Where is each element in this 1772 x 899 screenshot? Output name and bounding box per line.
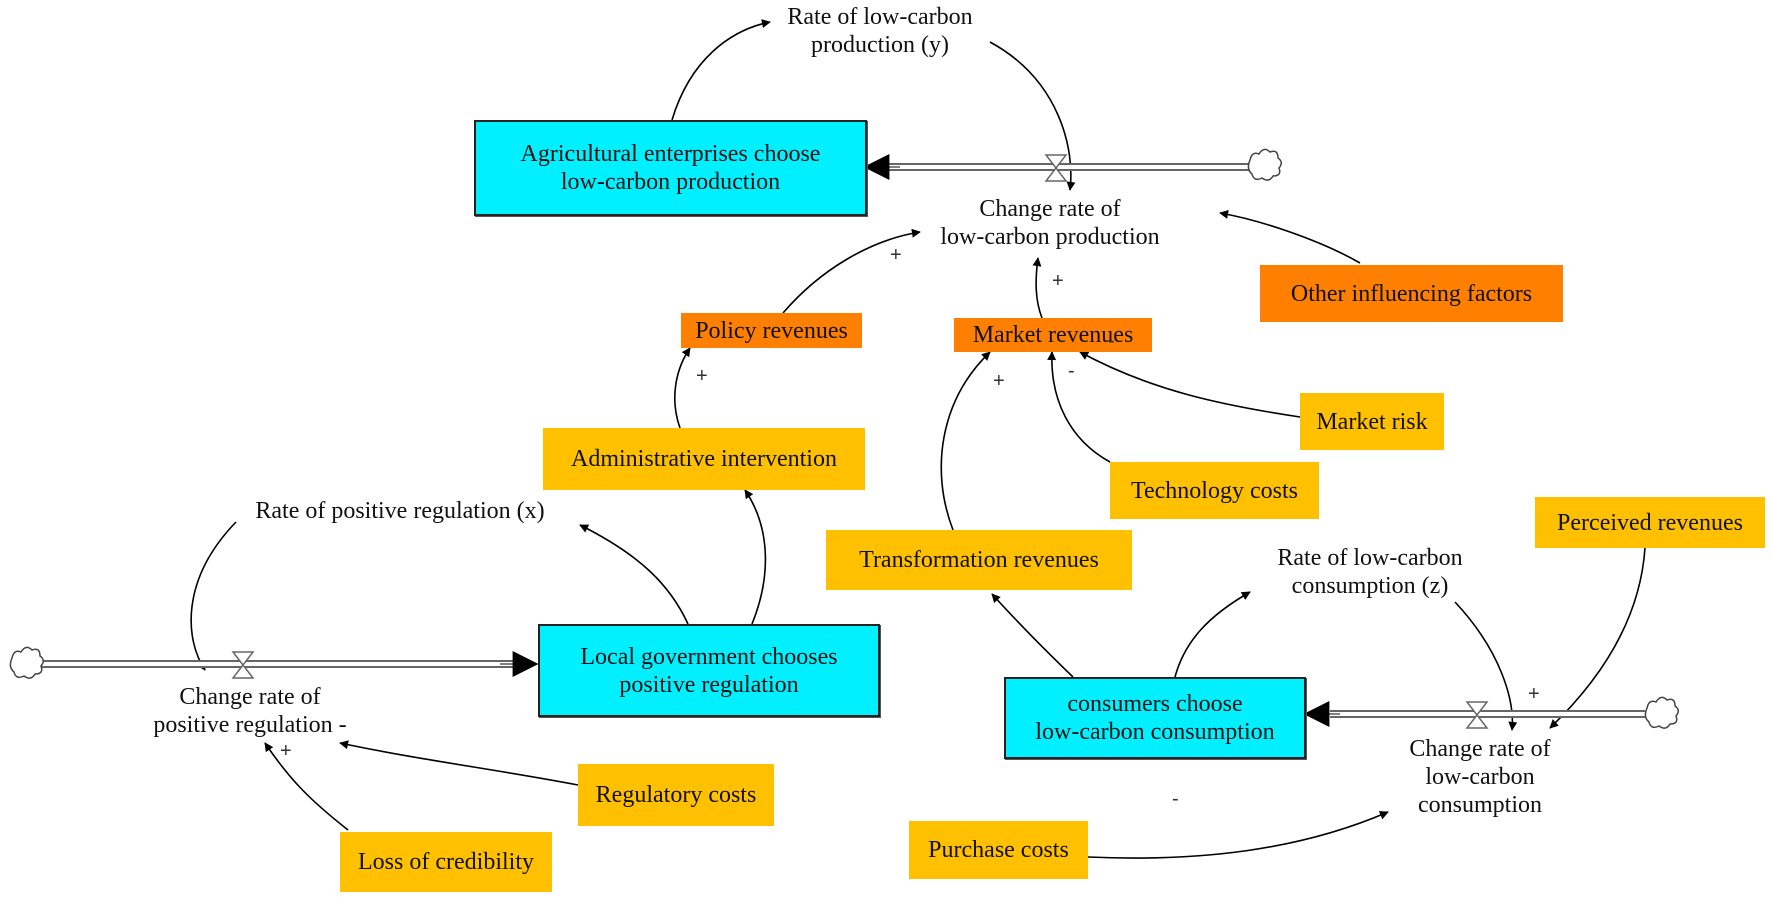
aux-transformation-revenues[interactable]: Transformation revenues (826, 530, 1132, 590)
link-risk-to-market (1079, 351, 1301, 418)
aux-administrative-intervention[interactable]: Administrative intervention (543, 428, 865, 490)
link-rate-x-to-change-reg (190, 521, 237, 671)
polarity-market-to-production: + (1052, 270, 1064, 292)
aux-label: Policy revenues (695, 317, 848, 344)
stock-consumers[interactable]: consumers choose low-carbon consumption (1004, 677, 1306, 759)
link-consumers-to-transformation (991, 593, 1074, 678)
aux-regulatory-costs[interactable]: Regulatory costs (578, 764, 774, 826)
flow-change-rate-production[interactable]: Change rate of low-carbon production (900, 192, 1200, 254)
polarity-policy-to-production: + (890, 244, 902, 266)
aux-perceived-revenues[interactable]: Perceived revenues (1535, 497, 1765, 548)
stock-label-line2: low-carbon consumption (1035, 719, 1275, 745)
polarity-technology-to-market: - (1068, 360, 1075, 382)
rate-label-line2: consumption (z) (1291, 573, 1449, 599)
rate-label-line1: Rate of low-carbon (787, 4, 973, 30)
stock-label-line1: consumers choose (1067, 691, 1243, 717)
flow-change-rate-consumption[interactable]: Change rate of low-carbon consumption (1370, 732, 1590, 822)
aux-market-revenues[interactable]: Market revenues (954, 318, 1152, 352)
stock-label-line1: Agricultural enterprises choose (520, 141, 821, 167)
link-policy-to-change-production (782, 228, 921, 314)
cloud-icon-production-source (1247, 148, 1282, 181)
rate-low-carbon-consumption-z[interactable]: Rate of low-carbon consumption (z) (1230, 541, 1510, 603)
flow-label-line1: Change rate of (179, 684, 321, 710)
aux-label: Purchase costs (928, 837, 1069, 863)
stock-label-line2: low-carbon production (560, 169, 781, 195)
aux-loss-of-credibility[interactable]: Loss of credibility (340, 832, 552, 892)
flow-change-rate-regulation[interactable]: Change rate of positive regulation - (120, 680, 380, 742)
aux-label: Market risk (1316, 408, 1428, 435)
aux-technology-costs[interactable]: Technology costs (1110, 462, 1319, 519)
polarity-purchase-to-consumption: - (1172, 788, 1179, 810)
link-purchase-to-change-cons (1087, 811, 1389, 859)
flow-label-line1: Change rate of (1409, 736, 1551, 762)
flow-label-line1: Change rate of (979, 196, 1121, 222)
rate-label-line2: production (y) (811, 32, 949, 58)
flow-label-line2: positive regulation - (153, 712, 347, 738)
valve-icon-production (1044, 154, 1068, 182)
aux-label: Transformation revenues (859, 547, 1099, 573)
stock-agricultural-enterprises[interactable]: Agricultural enterprises choose low-carb… (474, 120, 867, 216)
link-rate-z-to-change-cons (1454, 601, 1518, 731)
stock-label-line1: Local government chooses (580, 643, 838, 670)
link-government-to-rate-x (579, 524, 689, 625)
aux-policy-revenues[interactable]: Policy revenues (681, 313, 862, 348)
link-enterprises-to-rate-y (671, 19, 771, 121)
cloud-icon-consumption-source (1644, 696, 1679, 729)
link-rate-y-to-change-production (989, 41, 1076, 191)
link-regcost-to-change-reg (339, 740, 579, 786)
link-government-to-admin (744, 489, 767, 625)
rate-label: Rate of positive regulation (x) (255, 498, 545, 524)
rate-low-carbon-production-y[interactable]: Rate of low-carbon production (y) (740, 0, 1020, 62)
flow-label-line2: low-carbon production (940, 224, 1160, 250)
link-other-to-change-production (1219, 209, 1361, 264)
aux-purchase-costs[interactable]: Purchase costs (909, 821, 1088, 879)
link-transformation-to-market (940, 351, 991, 531)
rate-label-line1: Rate of low-carbon (1277, 545, 1463, 571)
aux-other-influencing-factors[interactable]: Other influencing factors (1260, 265, 1563, 322)
flow-label-line2: low-carbon (1425, 764, 1535, 790)
valve-icon-regulation (231, 651, 255, 679)
aux-label: Technology costs (1131, 477, 1298, 504)
link-market-to-change-production (1032, 257, 1043, 319)
polarity-credibility-to-regulation: + (280, 740, 292, 762)
aux-market-risk[interactable]: Market risk (1300, 393, 1444, 450)
cloud-icon-regulation-source (9, 646, 44, 679)
polarity-admin-to-policy: + (696, 365, 708, 387)
flow-label-line3: consumption (1418, 792, 1542, 818)
polarity-risk-to-market: - (1108, 330, 1115, 352)
aux-label: Market revenues (972, 322, 1134, 348)
aux-label: Administrative intervention (571, 446, 837, 472)
link-technology-to-market (1047, 351, 1111, 463)
valve-icon-consumption (1465, 701, 1489, 729)
aux-label: Perceived revenues (1557, 509, 1743, 536)
polarity-transformation-to-market: + (993, 370, 1005, 392)
aux-label: Regulatory costs (595, 782, 757, 808)
stock-label-line2: positive regulation (619, 671, 799, 698)
link-perceived-to-change-cons (1549, 547, 1646, 729)
aux-label: Loss of credibility (358, 849, 534, 875)
link-admin-to-policy (674, 347, 691, 429)
aux-label: Other influencing factors (1290, 280, 1533, 307)
link-credibility-to-change-reg (264, 742, 349, 831)
link-consumers-to-rate-z (1174, 591, 1251, 678)
stock-local-government[interactable]: Local government chooses positive regula… (538, 624, 880, 717)
rate-positive-regulation-x[interactable]: Rate of positive regulation (x) (210, 494, 590, 528)
polarity-perceived-to-consumption: + (1528, 683, 1540, 705)
